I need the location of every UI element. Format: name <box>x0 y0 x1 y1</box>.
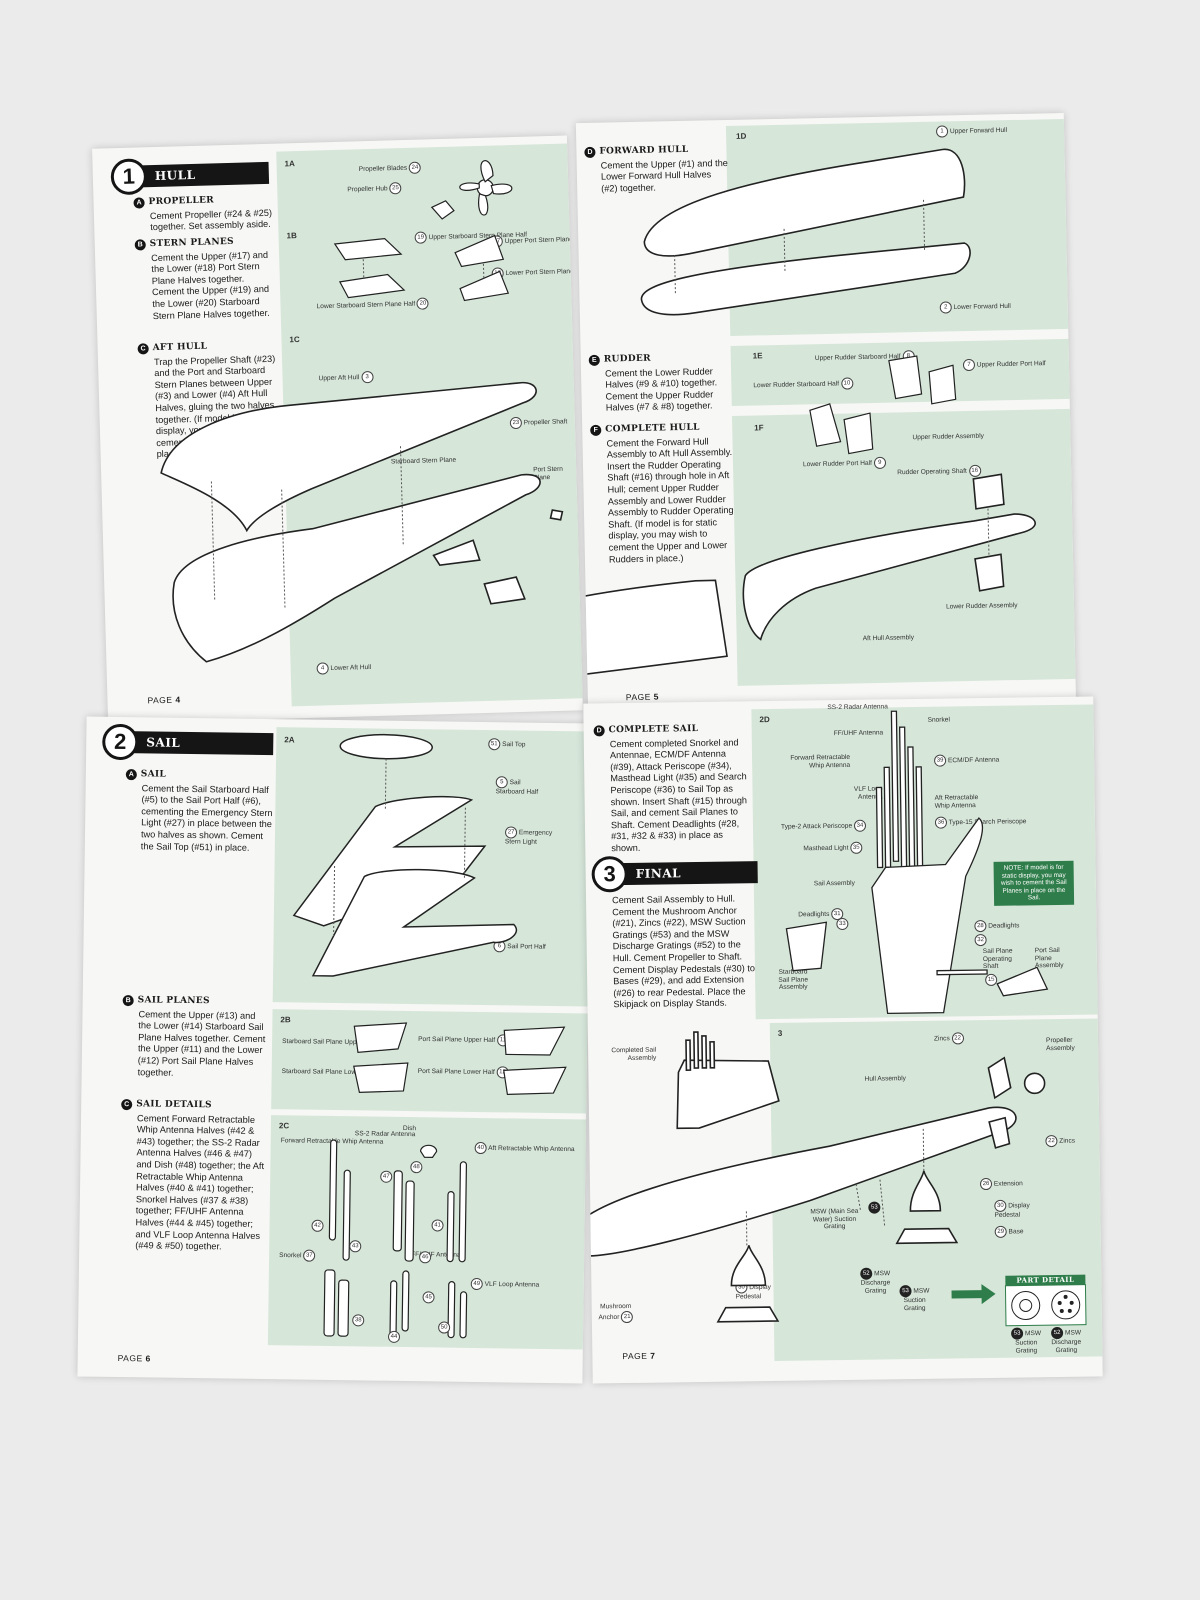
figure-label: 2C <box>278 1121 290 1131</box>
label-n45: 45 <box>422 1291 435 1304</box>
label-n46: 46 <box>419 1251 432 1264</box>
label-n43: 43 <box>349 1240 362 1253</box>
section-title: SAIL <box>140 769 167 780</box>
final-assembly-drawing <box>583 1031 1046 1323</box>
page-number: PAGE 4 <box>147 694 181 706</box>
section-badge: C <box>121 1099 133 1111</box>
propeller-drawing <box>430 160 513 220</box>
figure-label: 2D <box>759 714 770 725</box>
figure-label: 1A <box>284 159 295 169</box>
step-number: 1 <box>110 158 148 196</box>
label-propeller-blades: Propeller Blades 24 <box>359 161 422 176</box>
step-title: SAIL <box>146 735 181 750</box>
sail-planes-drawing <box>353 1022 567 1096</box>
page-number: PAGE 7 <box>622 1350 656 1362</box>
label-n47: 47 <box>380 1170 393 1183</box>
section-text: Cement the Upper (#17) and the Lower (#1… <box>150 249 270 321</box>
section-badge: E <box>588 355 600 367</box>
label-lower-rudder-port: Lower Rudder Port Half 9 <box>803 456 886 471</box>
stern-planes-drawing <box>333 234 510 302</box>
rudder-drawing <box>809 355 957 455</box>
figure-label: 1C <box>289 335 300 345</box>
figure-label: 1E <box>752 351 763 361</box>
figure-label: 1D <box>736 131 747 141</box>
step-header: 1 HULL <box>110 158 270 196</box>
section-badge: D <box>584 147 596 159</box>
section-title: COMPLETE SAIL <box>608 723 699 736</box>
complete-hull-drawing <box>575 473 1037 678</box>
section-badge: C <box>137 343 149 355</box>
section-title: RUDDER <box>603 353 651 365</box>
label-detail-suction: 53 MSW Suction Grating <box>1006 1327 1046 1355</box>
figure-label: 2B <box>280 1015 291 1025</box>
section-text: Cement the Sail Starboard Half (#5) to t… <box>140 782 273 853</box>
figure-label: 1B <box>286 231 297 241</box>
section-text: Cement Propeller (#24 & #25) together. S… <box>149 207 273 233</box>
step-number: 2 <box>102 723 139 761</box>
figure-label: 1F <box>754 423 764 433</box>
section-title: SAIL DETAILS <box>136 1099 212 1111</box>
step-header: 2 SAIL <box>102 723 274 761</box>
label-n44: 44 <box>387 1330 401 1343</box>
complete-sail-drawing <box>785 710 1049 1015</box>
section-badge: B <box>134 239 146 251</box>
forward-hull-drawing <box>640 148 971 316</box>
label-n42: 42 <box>311 1219 324 1232</box>
section-title: PROPELLER <box>148 195 215 208</box>
section-text: Cement Forward Retractable Whip Antenna … <box>135 1112 265 1252</box>
section-badge: A <box>125 769 137 781</box>
step-number: 3 <box>591 855 628 893</box>
page-number: PAGE 5 <box>625 691 660 703</box>
label-detail-discharge: 52 MSW Discharge Grating <box>1046 1326 1086 1355</box>
section-title: SAIL PLANES <box>137 995 210 1007</box>
section-text: Cement completed Snorkel and Antennae, E… <box>609 737 748 854</box>
section-title: STERN PLANES <box>149 236 235 250</box>
label-n50: 50 <box>438 1321 451 1334</box>
step-header: 3 FINAL <box>591 855 758 893</box>
antenna-parts-drawing <box>323 1139 468 1342</box>
part-detail-drawing <box>1004 1284 1087 1327</box>
sail-drawing <box>292 733 517 977</box>
label-n48: 48 <box>410 1161 423 1174</box>
aft-hull-drawing <box>160 381 564 663</box>
step-title: FINAL <box>635 866 682 881</box>
final-section: Cement Sail Assembly to Hull. Cement the… <box>596 893 763 1011</box>
section-badge: A <box>133 197 145 209</box>
page-number: PAGE 6 <box>117 1353 151 1364</box>
label-upper-forward-hull: 1 Upper Forward Hull <box>935 124 1007 138</box>
section-text: Cement the Lower Rudder Halves (#9 & #10… <box>604 365 718 413</box>
step-title: HULL <box>154 167 196 183</box>
section-text: Cement the Upper (#13) and the Lower (#1… <box>137 1008 266 1078</box>
label-n41: 41 <box>431 1219 444 1232</box>
label-n38: 38 <box>352 1314 365 1327</box>
section-title: AFT HULL <box>152 341 208 354</box>
label-upper-rudder-assembly: Upper Rudder Assembly <box>912 432 985 442</box>
section-badge: F <box>590 425 602 437</box>
section-badge: D <box>593 725 605 737</box>
final-text: Cement Sail Assembly to Hull. Cement the… <box>611 893 756 1010</box>
section-badge: B <box>122 995 134 1007</box>
label-propeller-hub: Propeller Hub 25 <box>347 182 402 196</box>
section-title: COMPLETE HULL <box>605 422 700 435</box>
